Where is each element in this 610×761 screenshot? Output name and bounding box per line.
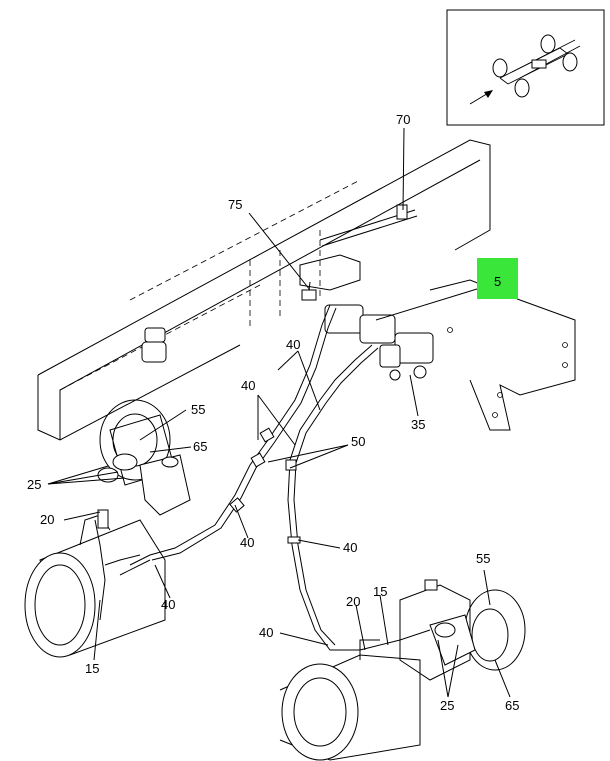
hose-clip-left <box>141 327 167 363</box>
locator-arrow <box>469 90 493 105</box>
callout-20-right: 20 <box>346 594 360 609</box>
callout-40-bottom-left: 40 <box>161 597 175 612</box>
locator-inset <box>446 9 605 126</box>
callout-5: 5 <box>494 274 501 289</box>
leader-lines <box>47 127 511 698</box>
callout-40-right-line: 40 <box>343 540 357 555</box>
brake-left <box>24 399 191 658</box>
callout-25-left: 25 <box>27 477 41 492</box>
brake-right <box>279 579 526 761</box>
chassis-thumbnail <box>492 34 581 98</box>
highlight-box <box>477 258 518 299</box>
callout-40-bottom: 40 <box>259 625 273 640</box>
callout-15-right: 15 <box>373 584 387 599</box>
callout-50: 50 <box>351 434 365 449</box>
brake-lines <box>94 304 431 651</box>
callout-20-left: 20 <box>40 512 54 527</box>
callout-15-left: 15 <box>85 661 99 676</box>
callout-35: 35 <box>411 417 425 432</box>
callout-40-mid: 40 <box>241 378 255 393</box>
callout-55-left: 55 <box>191 402 205 417</box>
callout-40-upper: 40 <box>286 337 300 352</box>
callout-25-right: 25 <box>440 698 454 713</box>
callout-65-right: 65 <box>505 698 519 713</box>
callout-65-left: 65 <box>193 439 207 454</box>
callout-75: 75 <box>228 197 242 212</box>
callout-55-right: 55 <box>476 551 490 566</box>
valve-assembly <box>299 254 434 381</box>
callout-40-lower-left: 40 <box>240 535 254 550</box>
callout-70: 70 <box>396 112 410 127</box>
rod-part <box>319 204 418 247</box>
